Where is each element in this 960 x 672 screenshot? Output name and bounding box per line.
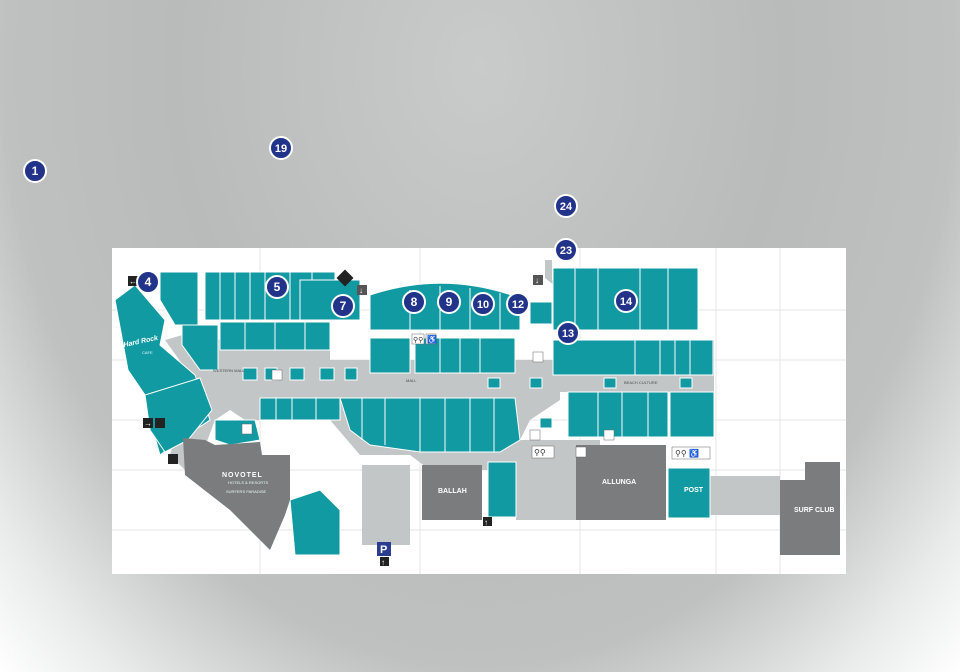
map-marker-4[interactable]: 4 (136, 270, 160, 294)
post-label: POST (684, 487, 704, 494)
svg-text:↑: ↑ (484, 518, 488, 527)
entrance-arrow-icon: ↑ (380, 557, 389, 567)
svg-text:♿: ♿ (427, 334, 437, 344)
svg-text:⚲⚲: ⚲⚲ (413, 336, 423, 344)
entrance-arrow-icon-ballah: ↑ (483, 517, 492, 527)
marker-label: 23 (560, 245, 572, 257)
entrance-arrow-icon-nw: ← (128, 276, 138, 286)
beach-culture-label: BEACH CULTURE (624, 380, 658, 385)
entrance-arrow-icon-west: → (143, 418, 153, 428)
svg-text:←: ← (129, 277, 137, 286)
svg-text:↑: ↑ (381, 558, 385, 567)
western-mall-label: WESTERN MALL (213, 368, 245, 373)
marker-circle[interactable] (265, 275, 289, 299)
marker-label: 7 (340, 299, 347, 313)
map-marker-10[interactable]: 10 (471, 292, 495, 316)
map-marker-19[interactable]: 19 (269, 136, 293, 160)
restroom-icon: ⚲⚲ (411, 333, 425, 345)
amenity-icons: ⚲⚲ ♿ ⚲⚲ ⚲⚲ ♿ P ↑ (128, 269, 711, 567)
restroom-icon-east: ⚲⚲ (531, 445, 555, 459)
atm-icon-south (241, 423, 253, 435)
parents-room-icon (575, 446, 587, 458)
svg-text:P: P (380, 544, 387, 556)
svg-text:↓: ↓ (359, 286, 363, 295)
marker-label: 12 (512, 299, 524, 311)
lift-icon (529, 429, 541, 441)
mall-label: MALL (406, 378, 417, 383)
entrance-arrow-icon-sw (168, 454, 178, 464)
marker-label: 13 (562, 328, 574, 340)
map-marker-1[interactable]: 1 (23, 159, 47, 183)
novotel-sub-label: HOTELS & RESORTS (228, 480, 268, 485)
map-marker-12[interactable]: 12 (506, 292, 530, 316)
allunga-label: ALLUNGA (602, 479, 636, 486)
svg-text:⚲⚲: ⚲⚲ (534, 448, 546, 457)
novotel-location-label: SURFERS PARADISE (226, 489, 266, 494)
marker-label: 5 (274, 280, 281, 294)
marker-circle[interactable] (437, 290, 461, 314)
marker-label: 19 (275, 143, 287, 155)
marker-circle[interactable] (554, 238, 578, 262)
atm-icon (532, 351, 544, 363)
marker-circle[interactable] (331, 294, 355, 318)
map-marker-9[interactable]: 9 (437, 290, 461, 314)
map-marker-5[interactable]: 5 (265, 275, 289, 299)
svg-text:↓: ↓ (535, 276, 539, 285)
accessible-icon: ♿ (425, 333, 437, 345)
buildings (183, 438, 840, 555)
marker-circle[interactable] (23, 159, 47, 183)
marker-circle[interactable] (471, 292, 495, 316)
hard-rock-sub-label: CAFE (142, 350, 153, 355)
parking-icon: P (377, 542, 391, 556)
marker-label: 10 (477, 299, 489, 311)
markers-layer: 1 19 24 23 4 5 7 8 9 10 12 14 13 (23, 136, 638, 345)
map-marker-23[interactable]: 23 (554, 238, 578, 262)
svg-text:→: → (144, 419, 152, 428)
novotel-label: NOVOTEL (222, 472, 263, 479)
marker-label: 4 (145, 275, 152, 289)
marker-circle[interactable] (506, 292, 530, 316)
map-marker-24[interactable]: 24 (554, 194, 578, 218)
restroom-icon-post: ⚲⚲ ♿ (671, 446, 711, 460)
marker-circle[interactable] (556, 321, 580, 345)
marker-label: 9 (446, 295, 453, 309)
marker-circle[interactable] (554, 194, 578, 218)
ballah-label: BALLAH (438, 488, 467, 495)
atm-icon-lift (603, 429, 615, 441)
map-marker-14[interactable]: 14 (614, 289, 638, 313)
down-arrow-icon-east: ↓ (533, 275, 543, 285)
marker-circle[interactable] (614, 289, 638, 313)
map-marker-7[interactable]: 7 (331, 294, 355, 318)
marker-circle[interactable] (402, 290, 426, 314)
svg-text:⚲⚲ ♿: ⚲⚲ ♿ (675, 448, 699, 458)
marker-label: 8 (411, 295, 418, 309)
atm-icon-west (271, 369, 283, 381)
marker-label: 1 (32, 164, 39, 178)
down-arrow-icon: ↓ (357, 285, 367, 295)
marker-circle[interactable] (269, 136, 293, 160)
map-marker-13[interactable]: 13 (556, 321, 580, 345)
marker-circle[interactable] (136, 270, 160, 294)
escalator-icon (336, 269, 354, 287)
escalator-icon-west (155, 418, 165, 428)
marker-label: 24 (560, 201, 573, 213)
map-marker-8[interactable]: 8 (402, 290, 426, 314)
marker-label: 14 (620, 296, 633, 308)
surf-club-label: SURF CLUB (794, 507, 834, 514)
